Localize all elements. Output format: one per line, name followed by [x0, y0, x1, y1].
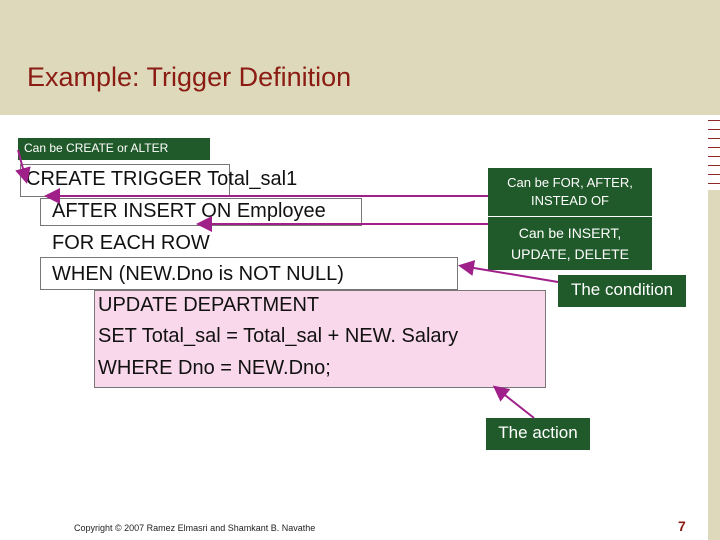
action-box	[94, 290, 546, 388]
copyright-notice: Copyright © 2007 Ramez Elmasri and Shamk…	[74, 523, 316, 533]
callout-for-after-instead: Can be FOR, AFTER, INSTEAD OF	[488, 168, 652, 216]
code-line-set: SET Total_sal = Total_sal + NEW. Salary	[98, 325, 459, 347]
callout-create-or-alter: Can be CREATE or ALTER	[18, 138, 210, 160]
arrow-create-or-alter	[15, 149, 31, 184]
arrow-action	[492, 385, 535, 419]
callout-condition: The condition	[558, 275, 686, 307]
code-line-when: WHEN (NEW.Dno is NOT NULL)	[52, 263, 344, 285]
right-decorative-bar	[708, 115, 720, 540]
callout-action: The action	[486, 418, 590, 450]
code-line-create-trigger: CREATE TRIGGER Total_sal1	[26, 168, 298, 190]
arrow-condition	[458, 260, 559, 283]
code-line-update: UPDATE DEPARTMENT	[98, 294, 320, 316]
header-band	[0, 0, 720, 115]
page-number: 7	[678, 518, 686, 534]
right-stripes	[708, 115, 720, 190]
callout-insert-update-delete: Can be INSERT, UPDATE, DELETE	[488, 217, 652, 270]
code-line-where: WHERE Dno = NEW.Dno;	[98, 357, 331, 379]
code-line-after-insert: AFTER INSERT ON Employee	[52, 200, 326, 222]
code-line-for-each-row: FOR EACH ROW	[52, 232, 210, 254]
outline-when-clause	[40, 257, 458, 290]
slide-title: Example: Trigger Definition	[27, 62, 352, 92]
